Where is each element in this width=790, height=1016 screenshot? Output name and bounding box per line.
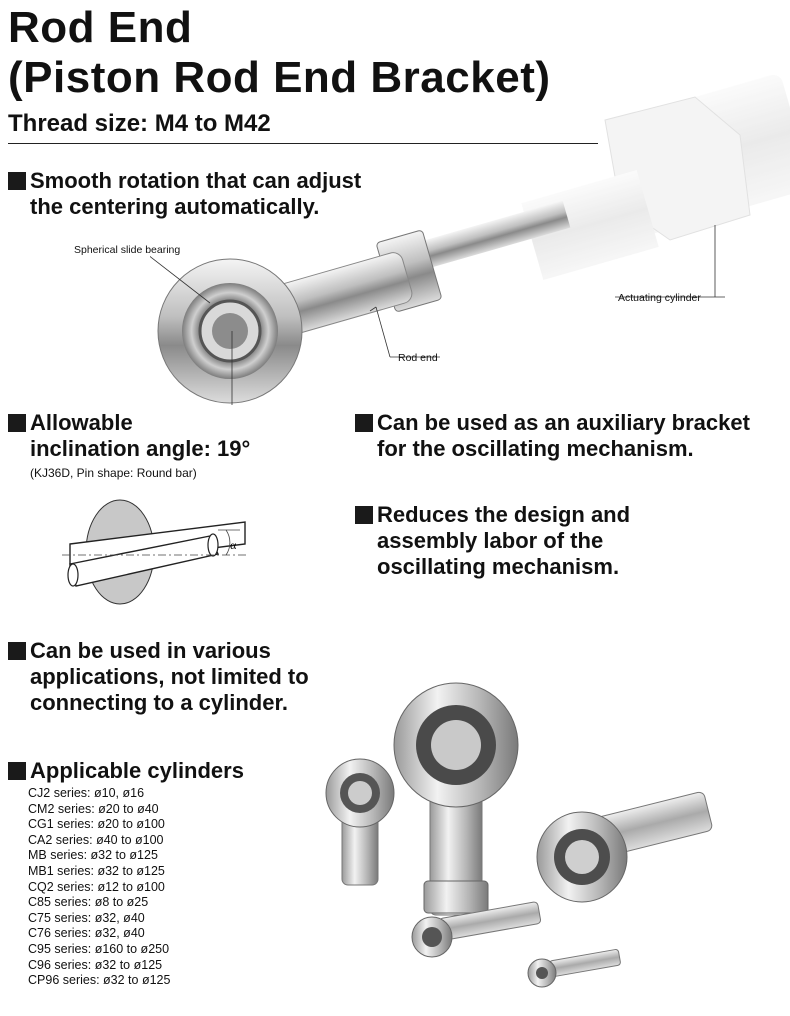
callout-actuating-cylinder: Actuating cylinder (618, 292, 701, 304)
feature-text-line: Allowable (30, 410, 133, 435)
rod-end-cylinder-illustration (150, 75, 790, 405)
inclination-angle-diagram: α (62, 499, 248, 605)
list-item: MB series: ø32 to ø125 (28, 848, 158, 863)
feature-various-applications: Can be used in various applications, not… (8, 638, 309, 716)
feature-text-line: Can be used as an auxiliary bracket (377, 410, 750, 435)
feature-text-line: the centering automatically. (30, 194, 320, 219)
feature-text-line: applications, not limited to (30, 664, 309, 689)
list-item: CM2 series: ø20 to ø40 (28, 801, 159, 816)
feature-text-line: oscillating mechanism. (377, 554, 620, 579)
rod-end-products-image (325, 682, 713, 988)
list-item: C95 series: ø160 to ø250 (28, 941, 170, 956)
list-item: CG1 series: ø20 to ø100 (28, 817, 165, 832)
feature-text-line: connecting to a cylinder. (30, 690, 288, 715)
bullet-square-icon (8, 762, 26, 780)
callout-spherical-slide-bearing: Spherical slide bearing (74, 244, 181, 256)
list-item: MB1 series: ø32 to ø125 (28, 863, 165, 878)
feature-text-line: Can be used in various (30, 638, 271, 663)
feature-text-line: Applicable cylinders (30, 758, 244, 783)
callout-rod-end: Rod end (398, 352, 438, 364)
feature-text-line: assembly labor of the (377, 528, 604, 553)
feature-text-line: Smooth rotation that can adjust (30, 168, 362, 193)
list-item: CQ2 series: ø12 to ø100 (28, 879, 165, 894)
feature-smooth-rotation: Smooth rotation that can adjust the cent… (8, 168, 361, 220)
list-item: C85 series: ø8 to ø25 (28, 895, 149, 910)
feature-text-line: Reduces the design and (377, 502, 631, 527)
page-title-line2: (Piston Rod End Bracket) (8, 53, 551, 102)
inclination-note: (KJ36D, Pin shape: Round bar) (30, 466, 197, 480)
page-subtitle: Thread size: M4 to M42 (8, 110, 271, 137)
bullet-square-icon (8, 642, 26, 660)
feature-text-line: inclination angle: 19° (30, 436, 251, 461)
page-title-line1: Rod End (8, 3, 193, 52)
list-item: C75 series: ø32, ø40 (28, 910, 145, 925)
bullet-square-icon (8, 414, 26, 432)
feature-auxiliary-bracket: Can be used as an auxiliary bracket for … (355, 410, 750, 462)
header-divider (8, 143, 598, 144)
feature-text-line: for the oscillating mechanism. (377, 436, 694, 461)
applicable-cylinders-list: CJ2 series: ø10, ø16 CM2 series: ø20 to … (28, 786, 170, 989)
list-item: CP96 series: ø32 to ø125 (28, 973, 171, 988)
bullet-square-icon (355, 506, 373, 524)
list-item: C76 series: ø32, ø40 (28, 926, 145, 941)
list-item: C96 series: ø32 to ø125 (28, 957, 163, 972)
list-item: CJ2 series: ø10, ø16 (28, 786, 145, 800)
feature-reduces-labor: Reduces the design and assembly labor of… (355, 502, 630, 580)
applicable-cylinders-heading: Applicable cylinders (8, 758, 244, 784)
bullet-square-icon (8, 172, 26, 190)
list-item: CA2 series: ø40 to ø100 (28, 832, 164, 847)
bullet-square-icon (355, 414, 373, 432)
angle-alpha-label: α (230, 538, 237, 552)
feature-inclination-angle: Allowable inclination angle: 19° (8, 410, 250, 462)
